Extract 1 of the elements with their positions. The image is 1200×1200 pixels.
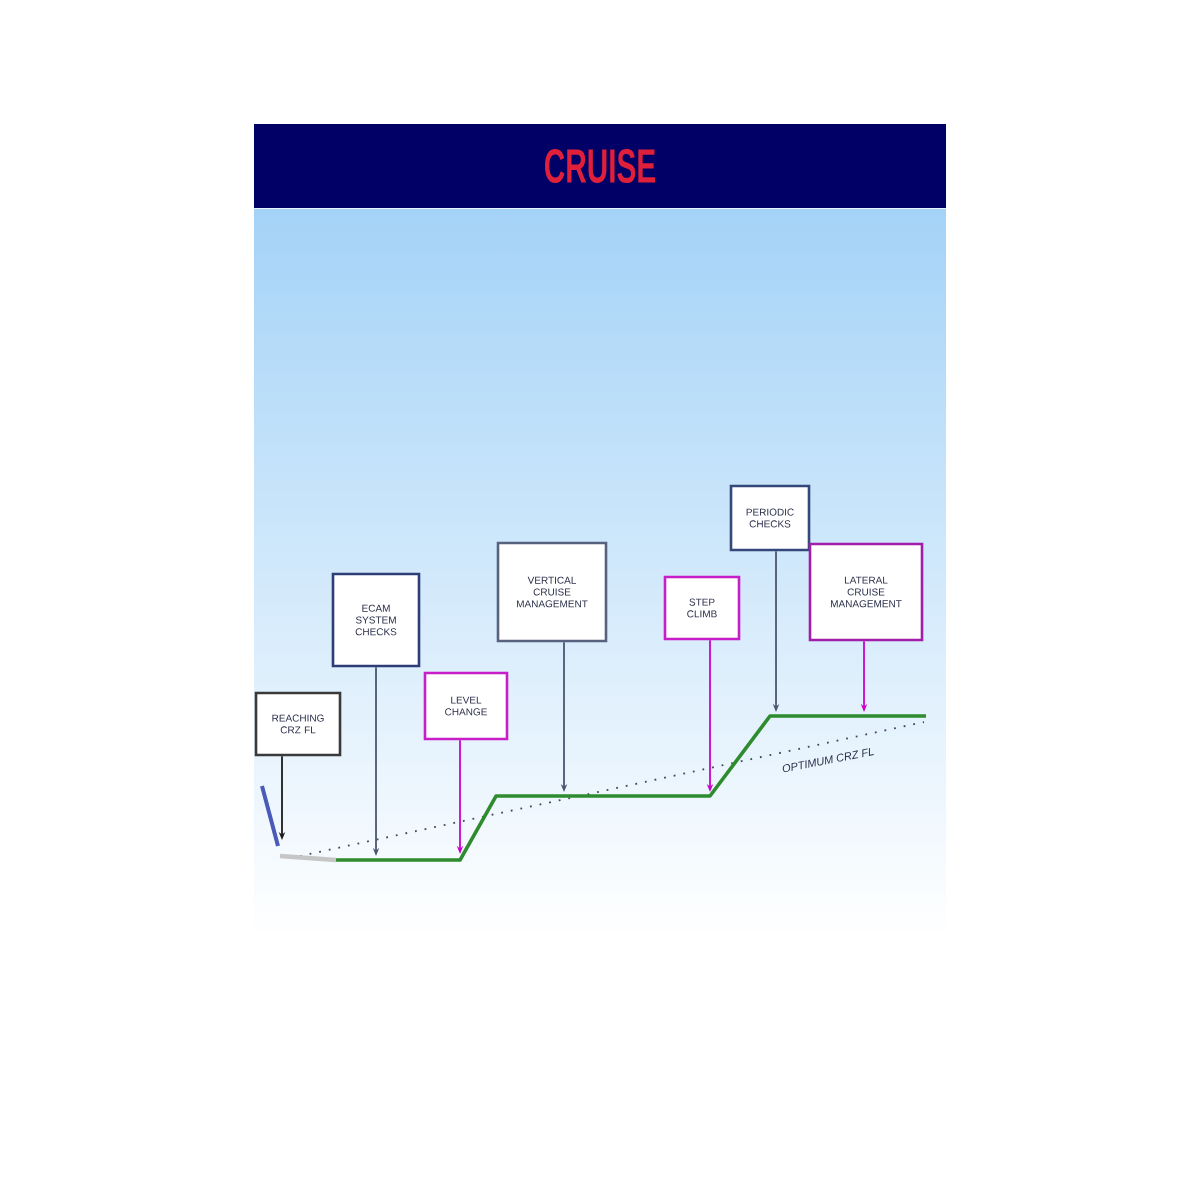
title-banner: CRUISE bbox=[254, 124, 946, 208]
